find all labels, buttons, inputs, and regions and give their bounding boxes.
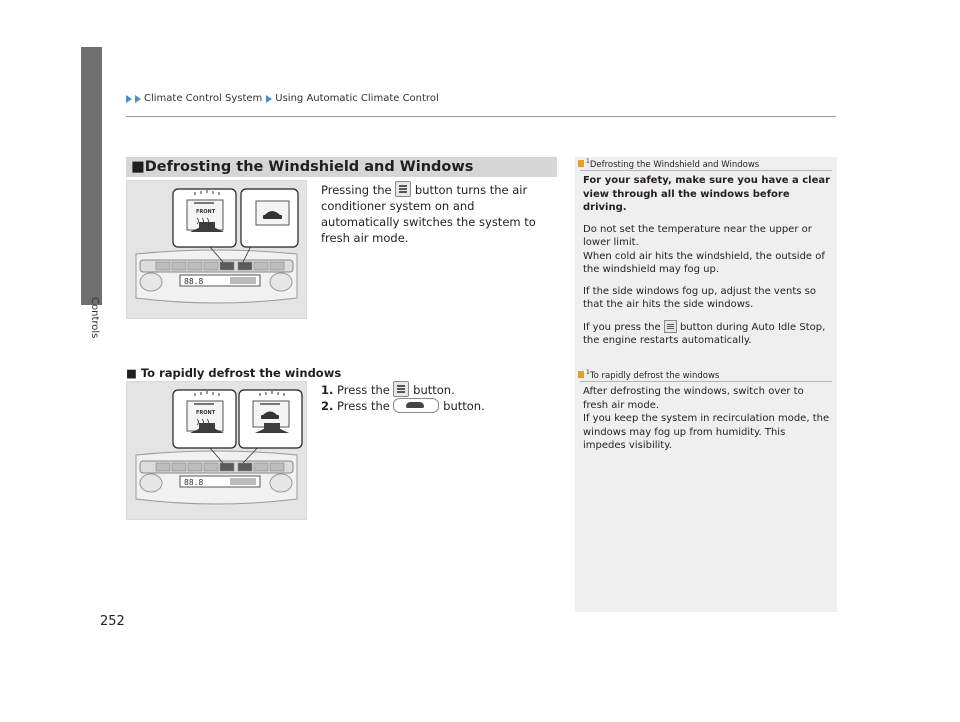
arrow-right-icon [135,94,141,103]
climate-panel-figure: 88.8 FRONT [125,179,308,320]
notes-sidebar [575,157,837,612]
svg-text:88.8: 88.8 [184,277,203,286]
note-title: 1Defrosting the Windshield and Windows [578,158,759,170]
note-body: For your safety, make sure you have a cl… [583,175,831,346]
section-title: ■Defrosting the Windshield and Windows [131,159,474,175]
arrow-right-icon [266,94,273,103]
page-number: 252 [100,614,125,629]
note-divider [580,381,832,382]
svg-text:88.8: 88.8 [184,478,203,487]
chapter-label: Controls [89,297,100,339]
breadcrumb-item[interactable]: Using Automatic Climate Control [275,93,439,104]
note-divider [580,170,832,171]
climate-panel-figure-2: 88.8 FRONT [125,380,308,521]
recirculation-button-icon [393,398,440,413]
chapter-tab [81,47,102,305]
note-marker-icon [578,159,584,167]
breadcrumb: Climate Control System Using Automatic C… [126,93,439,104]
note-title: 1To rapidly defrost the windows [578,369,719,381]
arrow-right-icon [126,94,132,103]
subsection-title: ■ To rapidly defrost the windows [126,366,342,380]
breadcrumb-item[interactable]: Climate Control System [144,93,263,104]
note-marker-icon [578,370,584,378]
front-label: FRONT [196,410,216,416]
header-divider [126,116,836,117]
note-body: After defrosting the windows, switch ove… [583,386,830,451]
front-defroster-button-icon [393,381,410,397]
step-1: 1. Press the button. [321,381,455,397]
front-defroster-button-icon [663,319,677,333]
front-defroster-button-icon [395,181,412,197]
section-heading-bar [126,157,557,177]
front-label: FRONT [196,209,216,215]
step-2: 2. Press the button. [321,398,485,413]
section-paragraph: Pressing the button turns the air condit… [321,181,536,245]
